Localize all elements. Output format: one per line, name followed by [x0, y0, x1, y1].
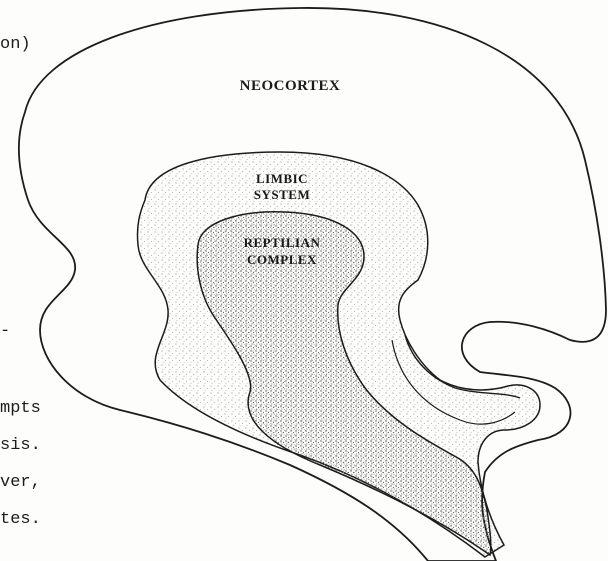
label-neocortex: NEOCORTEX [240, 78, 341, 94]
label-reptilian-line2: COMPLEX [247, 252, 317, 267]
label-limbic-line2: SYSTEM [254, 187, 310, 202]
label-limbic-line1: LIMBIC [256, 171, 308, 186]
label-reptilian-line1: REPTILIAN [244, 235, 321, 250]
